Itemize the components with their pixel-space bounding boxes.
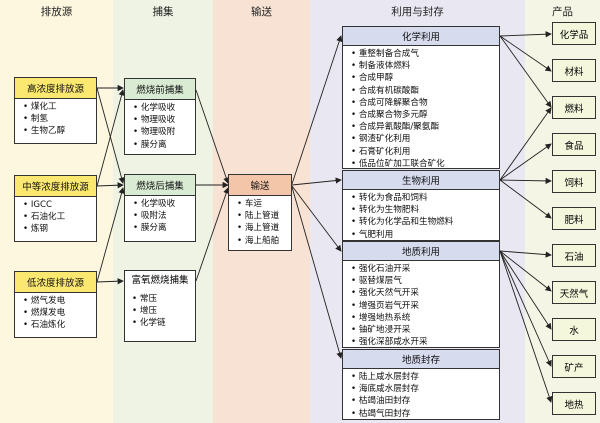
list-item: 膜分离 xyxy=(133,139,195,151)
util-geological-list: 强化石油开采 驱替煤层气 强化天然气开采 增强页岩气开采 增强地热系统 铀矿地浸… xyxy=(342,260,500,348)
list-item: 煤化工 xyxy=(23,101,96,113)
capture-oxyfuel-list: 常压 增压 化学链 xyxy=(124,291,196,342)
product-geothermal: 地热 xyxy=(552,392,596,415)
products-column-title: 产品 xyxy=(552,6,573,18)
list-item: 化学链 xyxy=(132,317,196,329)
list-item: IGCC xyxy=(23,199,96,211)
util-geological-header: 地质利用 xyxy=(342,241,500,261)
source-medium-header: 中等浓度排放源 xyxy=(14,175,97,197)
list-item: 增强页岩气开采 xyxy=(351,300,499,312)
capture-precombustion-header: 燃烧前捕集 xyxy=(124,78,196,100)
list-item: 化学吸收 xyxy=(133,102,195,114)
list-item: 强化天然气开采 xyxy=(351,287,499,299)
product-materials: 材料 xyxy=(552,59,596,82)
list-item: 增强地热系统 xyxy=(351,312,499,324)
list-item: 陆上咸水层封存 xyxy=(351,371,499,383)
list-item: 炼钢 xyxy=(23,223,96,235)
list-item: 海上船舶 xyxy=(237,235,291,247)
list-item: 合成有机碳酸酯 xyxy=(351,85,499,97)
list-item: 驱替煤层气 xyxy=(351,275,499,287)
list-item: 转化为化学品和生物燃料 xyxy=(351,216,499,228)
util-chemical-header: 化学利用 xyxy=(342,26,500,46)
list-item: 燃煤发电 xyxy=(23,307,96,319)
transport-header: 输送 xyxy=(228,174,292,196)
list-item: 生物乙醇 xyxy=(23,125,96,137)
product-natural-gas: 天然气 xyxy=(552,281,596,304)
list-item: 化学吸收 xyxy=(133,198,195,210)
capture-postcombustion-list: 化学吸收 吸附法 膜分离 xyxy=(124,195,196,242)
list-item: 强化石油开采 xyxy=(351,263,499,275)
list-item: 燃气发电 xyxy=(23,295,96,307)
list-item: 合成聚合物多元醇 xyxy=(351,109,499,121)
list-item: 钢渣矿化利用 xyxy=(351,133,499,145)
list-item: 合成甲醇 xyxy=(351,72,499,84)
list-item: 物理吸附 xyxy=(133,126,195,138)
list-item: 重整制备合成气 xyxy=(351,48,499,60)
list-item: 制备液体燃料 xyxy=(351,60,499,72)
product-water: 水 xyxy=(552,318,596,341)
list-item: 气肥利用 xyxy=(351,229,499,241)
list-item: 转化为食品和饲料 xyxy=(351,192,499,204)
transport-list: 车运 陆上管道 海上管道 海上船舶 xyxy=(228,195,292,251)
list-item: 转化为生物肥料 xyxy=(351,204,499,216)
product-feed: 饲料 xyxy=(552,170,596,193)
capture-precombustion-list: 化学吸收 物理吸收 物理吸附 膜分离 xyxy=(124,99,196,155)
list-item: 膜分离 xyxy=(133,222,195,234)
list-item: 石油炼化 xyxy=(23,319,96,331)
list-item: 物理吸收 xyxy=(133,114,195,126)
util-biological-header: 生物利用 xyxy=(342,170,500,190)
list-item: 合成可降解聚合物 xyxy=(351,97,499,109)
list-item: 强化深部咸水开采 xyxy=(351,336,499,348)
product-minerals: 矿产 xyxy=(552,355,596,378)
product-fertilizer: 肥料 xyxy=(552,207,596,230)
product-food: 食品 xyxy=(552,133,596,156)
capture-oxyfuel-header: 富氧燃烧捕集 xyxy=(131,275,189,286)
capture-column-title: 捕集 xyxy=(152,6,174,18)
list-item: 陆上管道 xyxy=(237,210,291,222)
source-high-header: 高浓度排放源 xyxy=(14,77,97,99)
product-oil: 石油 xyxy=(552,244,596,267)
source-low-header: 低浓度排放源 xyxy=(14,271,97,293)
capture-postcombustion-header: 燃烧后捕集 xyxy=(124,174,196,196)
util-storage-header: 地质封存 xyxy=(342,349,500,369)
list-item: 合成异氰酸酯/聚氨酯 xyxy=(351,121,499,133)
list-item: 枯竭气田封存 xyxy=(351,408,499,420)
source-low-list: 燃气发电 燃煤发电 石油炼化 xyxy=(14,292,97,338)
list-item: 铀矿地浸开采 xyxy=(351,324,499,336)
util-storage-list: 陆上咸水层封存 海底咸水层封存 枯竭油田封存 枯竭气田封存 xyxy=(342,368,500,420)
list-item: 吸附法 xyxy=(133,210,195,222)
util-chemical-list: 重整制备合成气 制备液体燃料 合成甲醇 合成有机碳酸酯 合成可降解聚合物 合成聚… xyxy=(342,45,500,169)
product-fuels: 燃料 xyxy=(552,96,596,119)
source-medium-list: IGCC 石油化工 炼钢 xyxy=(14,196,97,242)
util-biological-list: 转化为食品和饲料 转化为生物肥料 转化为化学品和生物燃料 气肥利用 xyxy=(342,189,500,241)
list-item: 车运 xyxy=(237,198,291,210)
list-item: 增压 xyxy=(132,305,196,317)
transport-column-title: 输送 xyxy=(251,6,272,18)
list-item: 石油化工 xyxy=(23,211,96,223)
product-chemicals: 化学品 xyxy=(552,22,596,45)
utilization-column-title: 利用与封存 xyxy=(391,6,444,18)
list-item: 常压 xyxy=(132,293,196,305)
list-item: 海上管道 xyxy=(237,222,291,234)
list-item: 枯竭油田封存 xyxy=(351,395,499,407)
list-item: 低品位矿加工联合矿化 xyxy=(351,158,499,170)
list-item: 海底咸水层封存 xyxy=(351,383,499,395)
source-high-list: 煤化工 制氢 生物乙醇 xyxy=(14,98,97,144)
list-item: 石膏矿化利用 xyxy=(351,146,499,158)
source-column-title: 排放源 xyxy=(40,6,73,18)
list-item: 制氢 xyxy=(23,113,96,125)
